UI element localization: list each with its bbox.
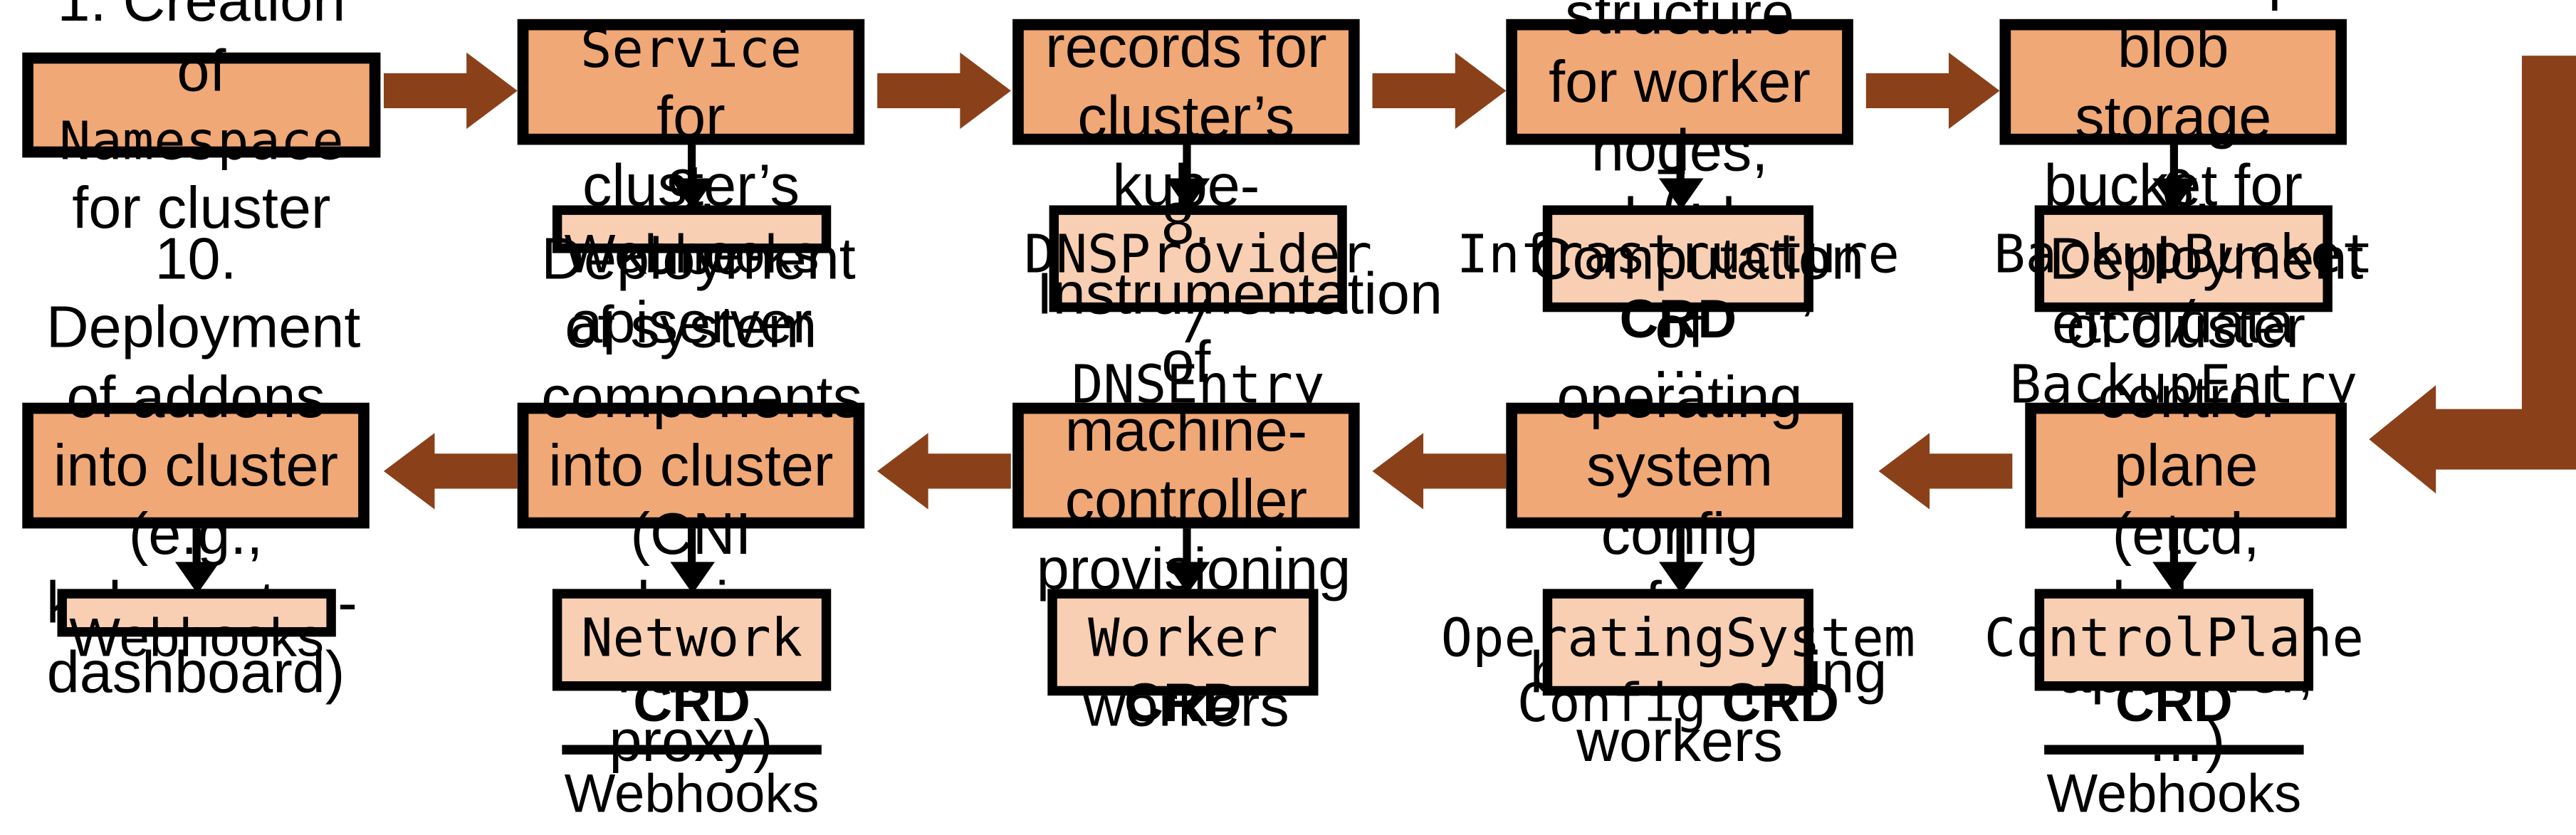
step-box-4[interactable]: 4. Preparation of infra-structure for wo…: [1506, 0, 1853, 390]
connector-arrowhead: [670, 178, 716, 211]
connector-step6-controlplane: [2169, 528, 2178, 567]
artifact-cell-webhooks: Webhooks: [562, 744, 822, 835]
flow-arrow-9-to-10: [383, 433, 518, 510]
connector-step2-webhooks: [687, 145, 696, 184]
artifact-cell-network: Network CRD: [581, 606, 803, 734]
connector-step3-dns: [1183, 145, 1191, 184]
connector-arrowhead: [2152, 562, 2197, 594]
artifact-cell: Webhooks: [69, 608, 325, 669]
artifact-cell-webhooks: Webhooks: [2044, 744, 2304, 835]
connector-arrowhead: [174, 562, 220, 594]
artifact-box-webhooks-2[interactable]: Webhooks: [552, 205, 832, 285]
flow-arrow-1-to-2: [383, 52, 518, 130]
step-box-3[interactable]: 3. Creation of DNSrecords for cluster’sk…: [1012, 0, 1360, 287]
flow-arrow-3-to-4: [1372, 52, 1507, 130]
artifact-box-controlplane-crd[interactable]: ControlPlane CRD Webhooks: [1984, 589, 2364, 824]
connector-arrowhead: [1659, 562, 1704, 594]
flow-arrow-8-to-9: [877, 433, 1011, 510]
connector-step5-backup: [2169, 145, 2178, 184]
artifact-box-network-crd[interactable]: Network CRD Webhooks: [552, 589, 832, 824]
connector-step10-webhooks: [192, 528, 201, 567]
artifact-box-webhooks-10[interactable]: Webhooks: [57, 589, 336, 668]
connector-step7-osc: [1676, 528, 1685, 567]
flow-arrow-6-to-7: [1866, 433, 2013, 510]
connector-arrowhead: [2152, 178, 2197, 211]
connector-arrowhead: [1165, 178, 1210, 211]
flow-arrow-5-to-6-elbow: [2347, 48, 2576, 501]
connector-arrowhead: [1659, 178, 1704, 211]
connector-arrowhead: [1165, 562, 1210, 594]
step-box-2[interactable]: 2. Creation of loadbalancer Service forc…: [517, 0, 865, 355]
flow-arrow-2-to-3: [877, 52, 1011, 130]
flow-arrow-7-to-8: [1372, 433, 1507, 510]
step-box-5[interactable]: 5. Preparation of backupblob storage buc…: [1999, 0, 2347, 355]
artifact-cell-controlplane: ControlPlane CRD: [1984, 606, 2364, 734]
connector-step9-network: [687, 528, 696, 567]
flow-arrow-4-to-5: [1865, 52, 2000, 130]
connector-arrowhead: [670, 562, 716, 594]
connector-step4-infra: [1676, 145, 1685, 184]
artifact-cell: Webhooks: [564, 224, 820, 285]
connector-step8-worker: [1183, 528, 1191, 567]
